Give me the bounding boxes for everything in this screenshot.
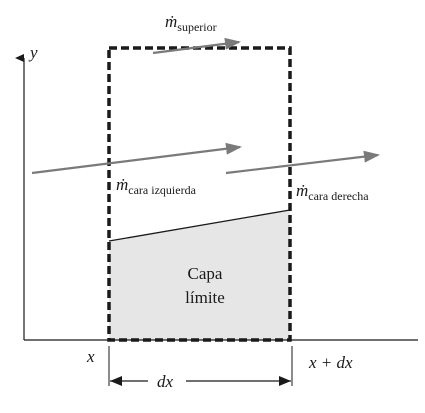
x-position-label: x xyxy=(86,347,95,366)
top-mass-flow-label: ṁsuperior xyxy=(165,12,217,34)
boundary-layer-edge xyxy=(108,209,291,242)
left-mass-flow-subscript: cara izquierda xyxy=(128,183,196,197)
left-flow-arrow xyxy=(31,142,242,175)
y-axis-label: y xyxy=(28,43,38,62)
boundary-layer-label-line1: Capa xyxy=(188,264,223,283)
boundary-layer-label-line2: límite xyxy=(185,288,225,307)
left-mass-flow-symbol: ṁ xyxy=(116,175,128,194)
x-plus-dx-label: x + dx xyxy=(308,353,353,372)
boundary-layer-region xyxy=(109,210,290,340)
right-mass-flow-symbol: ṁ xyxy=(296,181,308,200)
right-mass-flow-label: ṁcara derecha xyxy=(296,181,369,203)
right-flow-arrow xyxy=(225,150,380,175)
top-mass-flow-symbol: ṁ xyxy=(165,12,177,31)
top-mass-flow-subscript: superior xyxy=(177,20,216,34)
dx-label: dx xyxy=(157,372,174,391)
top-flow-arrow xyxy=(152,37,241,55)
left-mass-flow-label: ṁcara izquierda xyxy=(116,175,197,197)
right-mass-flow-subscript: cara derecha xyxy=(308,189,369,203)
